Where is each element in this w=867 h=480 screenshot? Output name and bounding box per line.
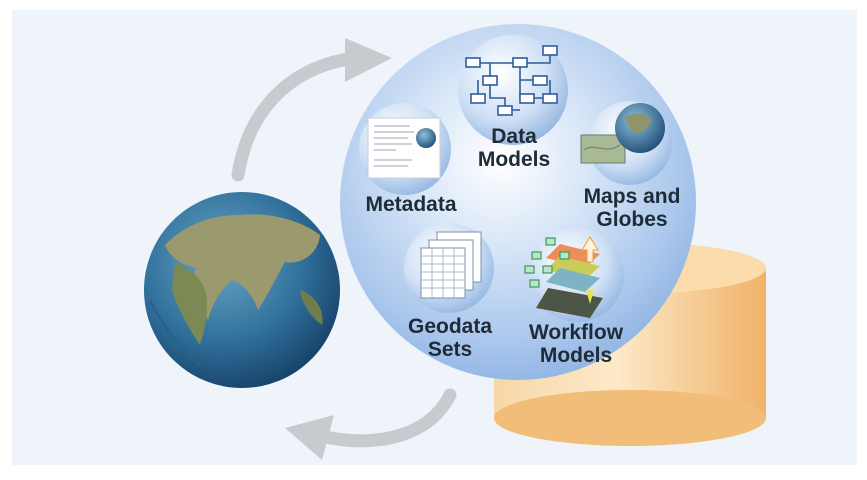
network-diagram-icon [465,45,558,116]
workflow-models-label: Workflow Models [528,321,624,367]
earth-globe-icon [144,192,340,388]
data-models-label: Data Models [477,125,551,171]
map-globe-icon [580,103,665,164]
document-icon [367,117,441,179]
cycle-arrow-bottom-icon [285,388,457,460]
metadata-label: Metadata [365,193,457,216]
maps-and-globes-label: Maps and Globes [583,185,681,231]
geodata-sets-label: Geodata Sets [407,315,493,361]
cycle-arrow-top-icon [231,38,392,182]
layered-workflow-icon [524,236,603,318]
table-stack-icon [420,231,482,299]
